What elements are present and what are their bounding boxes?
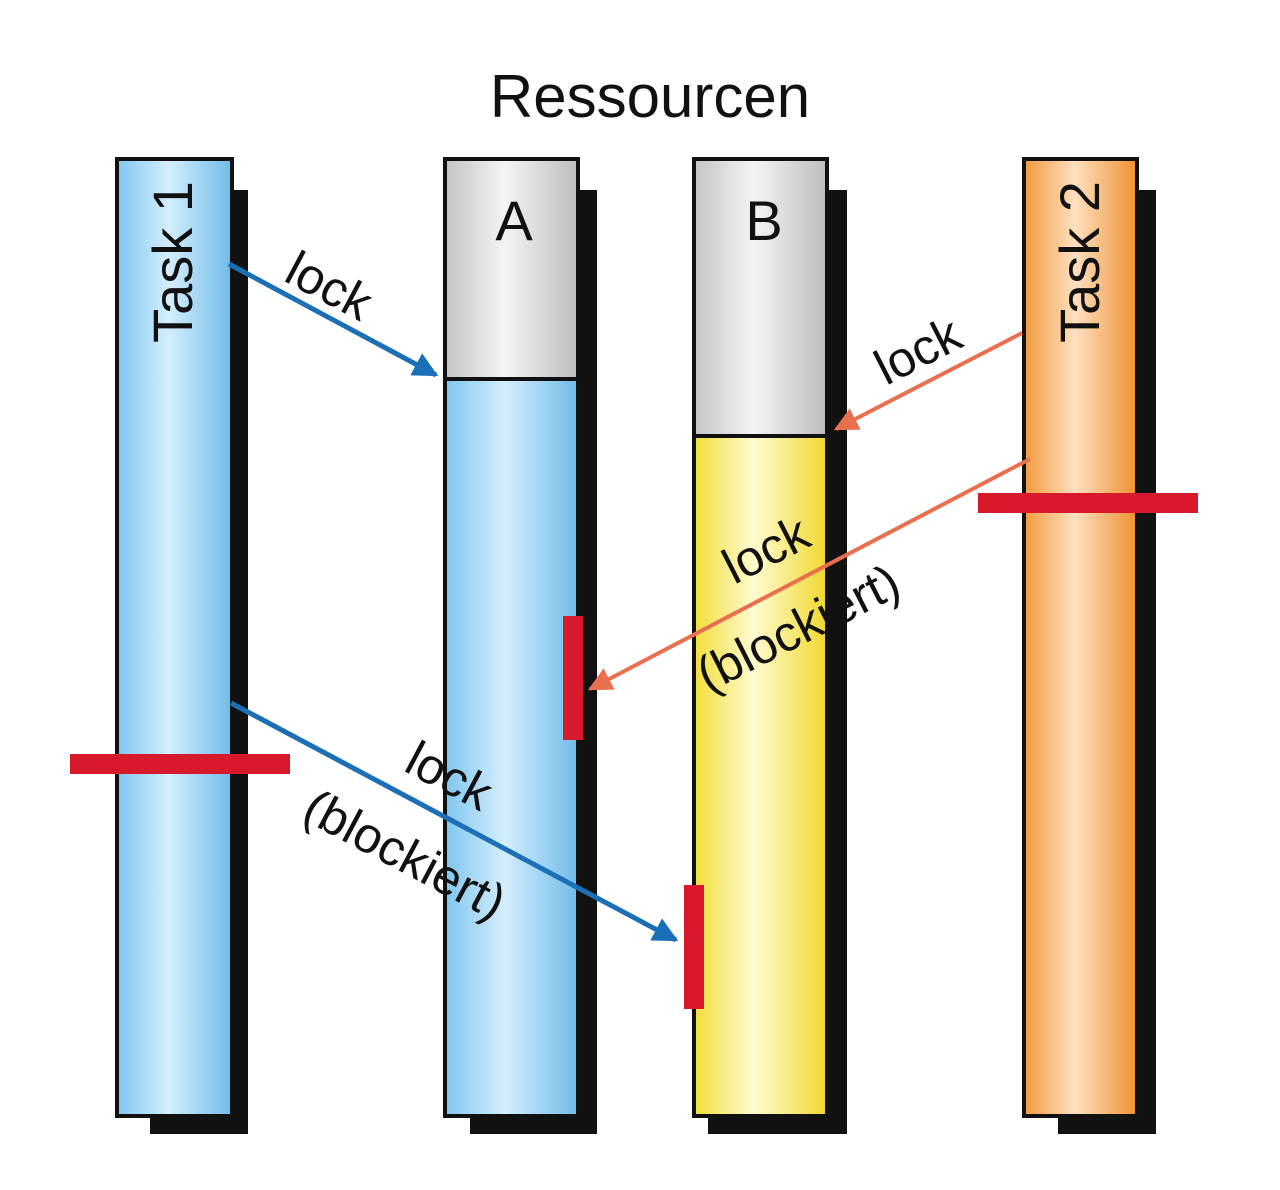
task1-block-marker [70,754,290,774]
column-shadows [150,190,1156,1134]
task2-column: Task 2 [1022,157,1139,1118]
resource-a-locked-segment [443,377,580,1118]
task2-block-marker [978,493,1198,513]
arrow-task2-lock-a-blocked [587,457,1031,691]
arrow-task1-lock-b-blocked [229,700,679,943]
task2-label: Task 2 [1048,181,1111,343]
resource-a-block-marker [563,616,583,740]
label-task2-lock-b: lock [866,305,972,396]
task1-bar [115,157,234,1118]
task1-column: Task 1 [115,157,234,1118]
resource-a-label: A [495,189,533,252]
resource-b-label: B [745,189,782,252]
task2-bar [1022,157,1139,1118]
resource-b-locked-segment [692,434,829,1118]
arrow-task1-lock-a [227,261,439,378]
block-markers [70,493,1198,1009]
resource-b-column: B [692,157,829,1118]
task1-label: Task 1 [141,181,204,343]
diagram-title: Ressourcen [490,63,810,130]
arrow-task2-lock-b [833,331,1023,431]
resource-b-block-marker [684,885,704,1009]
resource-a-column: A [443,157,580,1118]
lock-arrows [227,261,1031,943]
resource-a-free-segment [443,157,580,381]
